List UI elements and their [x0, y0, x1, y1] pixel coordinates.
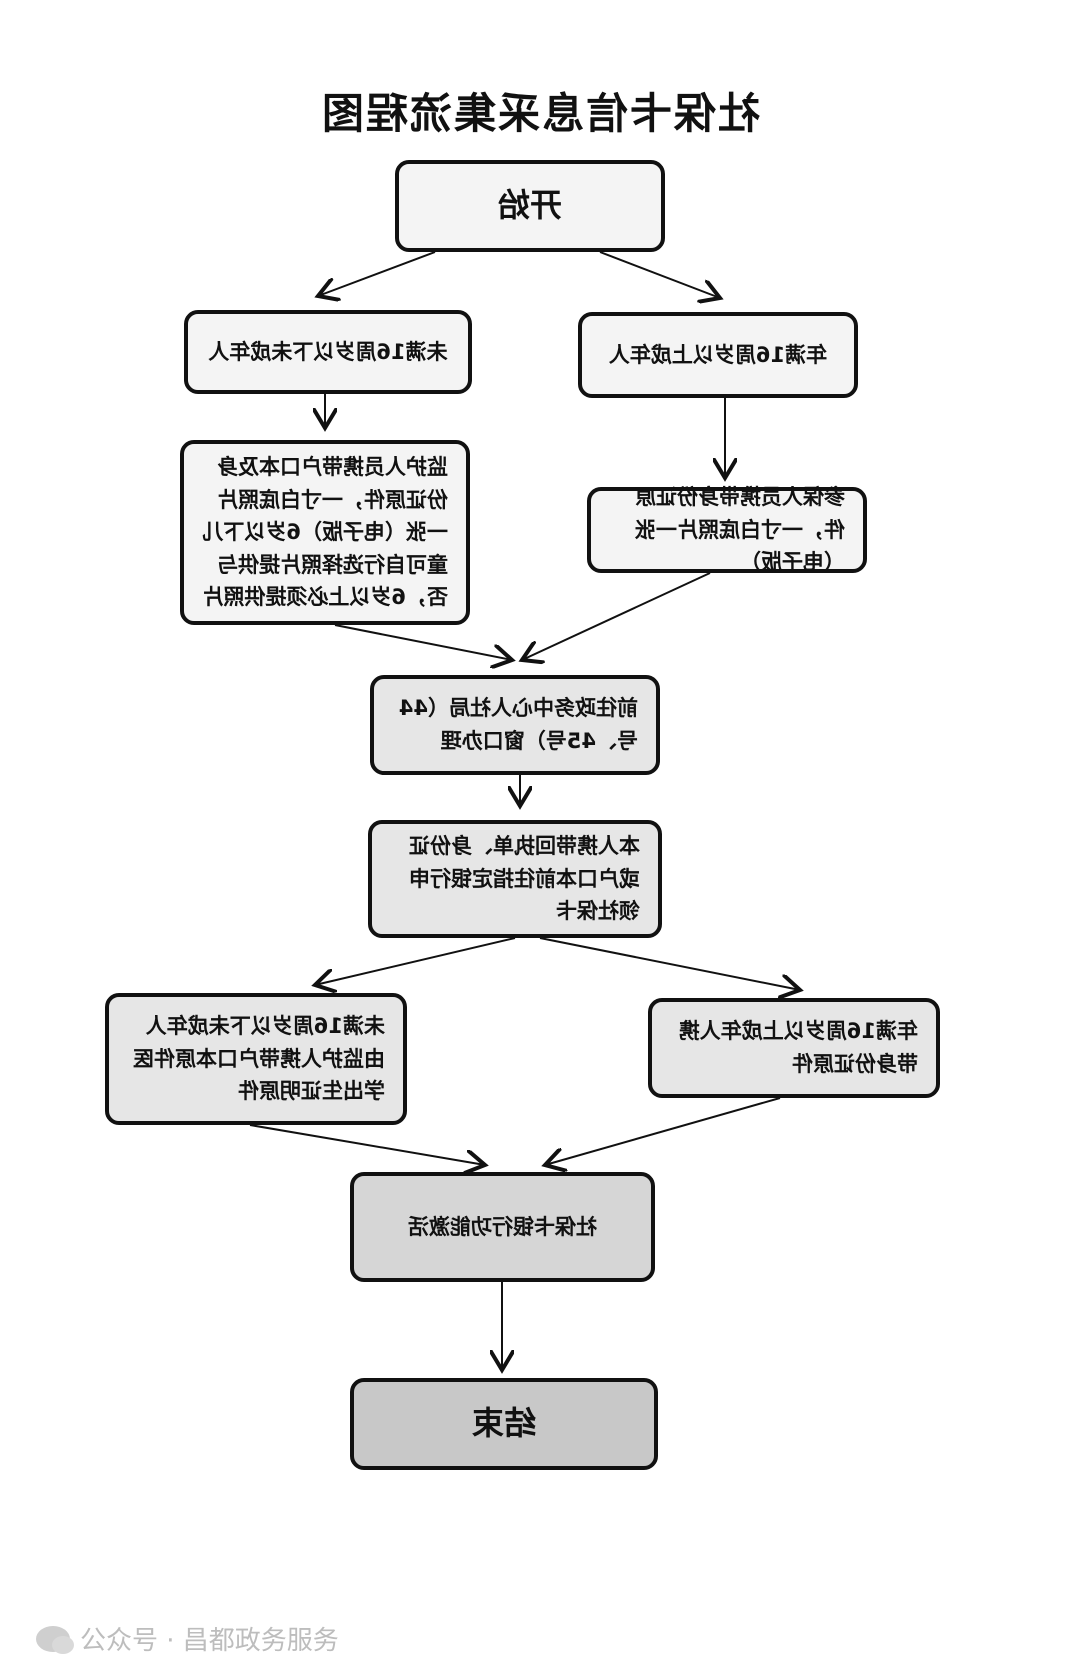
arrow-start-to-adult — [599, 251, 720, 298]
arrow-adultdocs-to-office — [522, 572, 711, 660]
activate-node: 社保卡银行功能激活 — [350, 1172, 655, 1282]
apply-node: 本人携带回执单、身份证或户口本前往指定银行申领社保卡 — [368, 820, 662, 938]
adult-docs-node: 参保人员携带身份证原件，一寸白底照片一张（电子版） — [587, 485, 867, 574]
adult-node: 年满16周岁以上成年人 — [578, 312, 858, 398]
end-node: 结束 — [350, 1378, 658, 1470]
arrow-apply-to-adultact — [539, 937, 800, 990]
arrow-under16act-to-activate — [249, 1124, 485, 1165]
wechat-icon — [36, 1625, 74, 1654]
under16-activate-node: 未满16周岁以下未成年人由监护人携带户口本原件医学出生证明原件 — [105, 993, 407, 1125]
arrow-adultact-to-activate — [545, 1097, 781, 1165]
start-node: 开始 — [395, 160, 665, 252]
adult-activate-node: 年满16周岁以上成年人携带身份证原件 — [648, 998, 940, 1098]
watermark-text: 公众号 · 昌都政务服务 — [80, 1626, 339, 1656]
under16-node: 未满16周岁以下未成年人 — [184, 310, 472, 394]
arrow-apply-to-under16act — [315, 937, 516, 985]
watermark: 公众号 · 昌都政务服务 — [36, 1620, 339, 1657]
arrow-under16docs-to-office — [334, 624, 512, 660]
office-node: 前往政务中心人社局（44号、45号）窗口办理 — [370, 675, 660, 775]
under16-docs-node: 监护人员携带户口本及身份证原件，一寸白底照片一张（电子版）6岁以下儿童可自行选择… — [180, 440, 470, 625]
arrow-start-to-under16 — [318, 251, 436, 296]
